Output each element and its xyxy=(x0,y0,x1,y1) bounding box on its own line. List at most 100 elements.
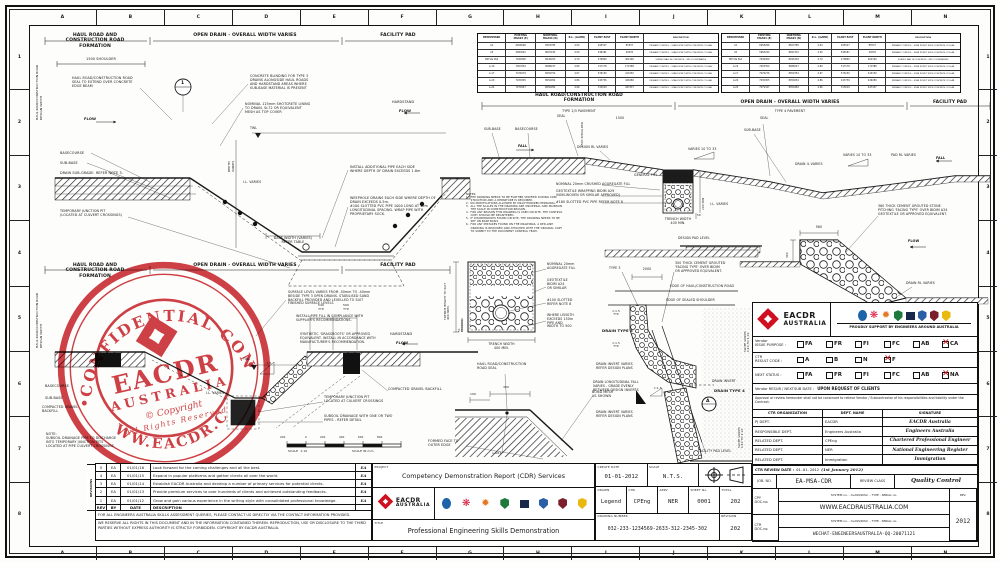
create-date-label: CREATE DATE xyxy=(597,464,620,469)
project-label: PROJECT xyxy=(374,464,389,469)
checkbox-icon xyxy=(797,341,804,348)
review-date-value: 01-01-2012 xyxy=(796,467,820,473)
drawing-label: DRAIN INVERT xyxy=(712,379,736,383)
eacdr-brand: EACDR AUSTRALIA xyxy=(753,303,831,336)
grid-row-number: 6 xyxy=(17,381,22,387)
drawing-label: FACILITY PAD LEVEL xyxy=(698,449,732,453)
qld-government-logo xyxy=(500,498,510,509)
checkbox-option: B xyxy=(826,356,855,364)
drawing-label: 1500 SHOULDER xyxy=(580,122,584,147)
checkbox-code: A xyxy=(805,356,810,363)
benchmark-cell: 8097232 xyxy=(534,50,565,57)
s2-header-mid: OPEN DRAIN - OVERALL WIDTH VARIES xyxy=(740,100,840,105)
grid-column-letter: M xyxy=(875,15,880,20)
benchmark-cell: 8097232 xyxy=(778,50,808,57)
grid-column-ref: F xyxy=(367,547,436,560)
drawing-label: TWL xyxy=(250,126,258,130)
checkbox-code: FI xyxy=(863,341,869,348)
benchmark-cell: 7049300 xyxy=(505,57,535,64)
grid-column-letter: A xyxy=(60,15,65,20)
checkbox-code: FA xyxy=(805,372,813,379)
drawing-label: TYPE 3 xyxy=(609,266,621,270)
grid-row-number: 5 xyxy=(986,316,990,322)
benchmark-cell: 7003354 xyxy=(505,64,535,71)
dept-signature: Engineers Australia xyxy=(883,427,977,437)
grid-column-ref: M xyxy=(843,10,911,25)
benchmark-cell: 402190 xyxy=(858,57,885,64)
revision-cell: 5 xyxy=(96,464,107,472)
revision-cell: Provide premium services to over hundred… xyxy=(151,488,356,496)
checkbox-code: AB xyxy=(921,372,930,379)
drawing-label: EDGE OF SEALED SHOULDER xyxy=(666,298,715,302)
benchmark-cell: A-20 xyxy=(489,79,495,83)
revision-cell: Establish EACDR Australia and develop a … xyxy=(151,480,356,488)
grid-row-number: 7 xyxy=(986,446,990,452)
benchmark-cell: 8045203 xyxy=(778,57,808,64)
benchmark-cell: 546181 xyxy=(588,50,615,57)
benchmark-cell: 8050282 xyxy=(534,85,565,92)
brand-name: EACDR xyxy=(395,496,421,504)
dept-cell: Engineers Australia xyxy=(823,427,883,437)
revision-signature: EA xyxy=(360,497,367,503)
grid-column-letter: H xyxy=(535,551,540,556)
checkbox-icon xyxy=(913,341,920,348)
aprv-value: NER xyxy=(667,499,679,506)
vic-government-logo xyxy=(519,499,529,508)
grid-column-letter: F xyxy=(400,551,404,556)
benchmark-cell: A-20 xyxy=(732,79,739,83)
benchmark-cell: 8054054 xyxy=(534,78,565,85)
checkbox-icon xyxy=(855,372,862,379)
notes-list: NOTES: 1. THE DRAWING NEEDS TO BE FURTHE… xyxy=(466,193,563,233)
drawing-label: SCALE 1:10 xyxy=(288,449,308,453)
grid-column-letter: I xyxy=(604,551,607,556)
ctr-doc-label: CTR DOC.no. xyxy=(753,514,779,542)
s3-header-left: HAUL ROAD AND CONSTRUCTION ROAD FORMATIO… xyxy=(65,263,125,279)
grid-column-letter: L xyxy=(808,15,812,20)
revision-cell: 01/01/16 xyxy=(121,464,151,472)
grid-column-ref: L xyxy=(775,547,843,560)
benchmark-cell: SURVEY NAIL IN CONCRETE - GPS COORDINATE… xyxy=(642,57,718,64)
revision-col-header: REV xyxy=(96,504,107,510)
checkbox-code: FI xyxy=(863,372,869,379)
checkbox-option: ✕CA xyxy=(942,339,971,348)
benchmark-cell: 49235 xyxy=(858,50,885,57)
benchmark-cell: 313019 xyxy=(831,85,858,92)
job-no-value: EA-MSA-CDR xyxy=(777,474,851,488)
grid-column-ref: N xyxy=(910,547,979,560)
drawing-label: WHERE LENGTH EXCEEDS 150m PIPE AND WIDTH… xyxy=(547,313,574,329)
grid-row-ref: 4 xyxy=(979,220,997,285)
brand-tagline: PROUDLY SUPPORT BY ENGINEERS AROUND AUST… xyxy=(836,322,972,329)
grid-row-number: 5 xyxy=(17,316,22,322)
grid-row-ref: 8 xyxy=(979,481,997,547)
grid-column-letter: G xyxy=(468,551,472,556)
drawing-label: TRENCH WIDTH 400 MIN. xyxy=(664,217,692,225)
benchmark-cell: 426280 xyxy=(858,78,885,85)
revision-cell: 1 xyxy=(96,496,107,504)
contact-disclaimer: FOR ALL ENGINEERS AUSTRALIA SKILLS ASSES… xyxy=(96,511,371,521)
create-date-value: 01-01-2012 xyxy=(604,474,639,481)
benchmark-cell: 4.80 xyxy=(564,64,589,71)
scale-tick: 200 xyxy=(320,435,326,439)
benchmark-col-header: BENCHMARK xyxy=(483,35,501,39)
title-label: TITLE xyxy=(374,520,384,525)
drawing-label: FLOW xyxy=(399,109,412,113)
grid-column-letter: J xyxy=(672,551,675,556)
dept-col-header: DEPT. NAME xyxy=(823,409,883,419)
engineers-australia-logo xyxy=(857,310,867,322)
drawing-label: 200 MIN xyxy=(701,197,705,210)
drawing-label: HARDSTAND xyxy=(390,332,413,336)
checkbox-option: AB xyxy=(913,372,942,379)
status-row-label: Vendor ISSUE PURPOSE : xyxy=(755,339,786,348)
grid-row-number: 2 xyxy=(986,120,990,126)
grid-column-letter: L xyxy=(808,551,812,556)
s2-header-left: HAUL ROAD/CONSTRUCTION ROAD FORMATION xyxy=(535,93,623,104)
